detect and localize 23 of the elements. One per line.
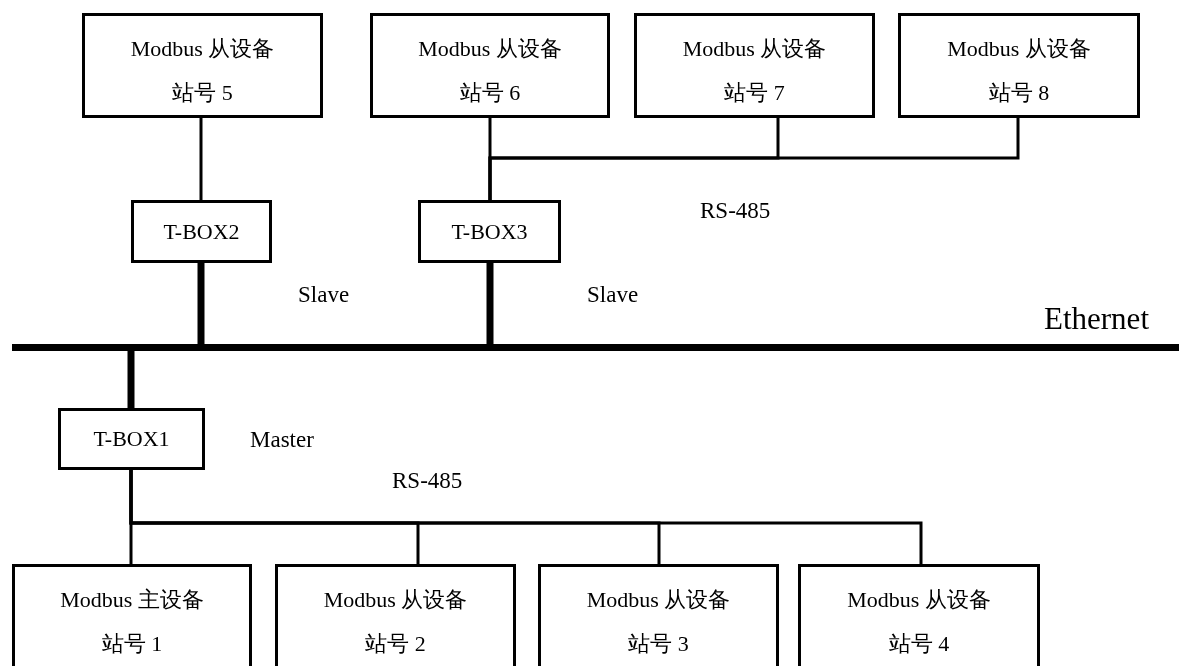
rs485-line: [199, 118, 203, 200]
ethernet-link: [486, 263, 494, 344]
device-box: Modbus 从设备 站号 3: [538, 564, 779, 666]
text-label: Master: [250, 427, 314, 453]
ethernet-link: [127, 350, 135, 408]
text-label: Slave: [587, 282, 639, 308]
device-box: Modbus 从设备 站号 4: [798, 564, 1040, 666]
device-box: Modbus 从设备 站号 8: [898, 13, 1140, 118]
gateway-box: T-BOX2: [131, 200, 272, 263]
rs485-line: [488, 118, 1020, 200]
gateway-box: T-BOX1: [58, 408, 205, 470]
ethernet-link: [197, 263, 205, 344]
text-label: RS-485: [392, 468, 463, 494]
text-label: Slave: [298, 282, 350, 308]
device-box: Modbus 主设备 站号 1: [12, 564, 252, 666]
device-box: Modbus 从设备 站号 6: [370, 13, 610, 118]
device-box: Modbus 从设备 站号 2: [275, 564, 516, 666]
gateway-box: T-BOX3: [418, 200, 561, 263]
bus-label: Ethernet: [1044, 300, 1149, 338]
device-box: Modbus 从设备 站号 5: [82, 13, 323, 118]
text-label: RS-485: [700, 198, 771, 224]
rs485-line: [129, 470, 923, 564]
device-box: Modbus 从设备 站号 7: [634, 13, 875, 118]
